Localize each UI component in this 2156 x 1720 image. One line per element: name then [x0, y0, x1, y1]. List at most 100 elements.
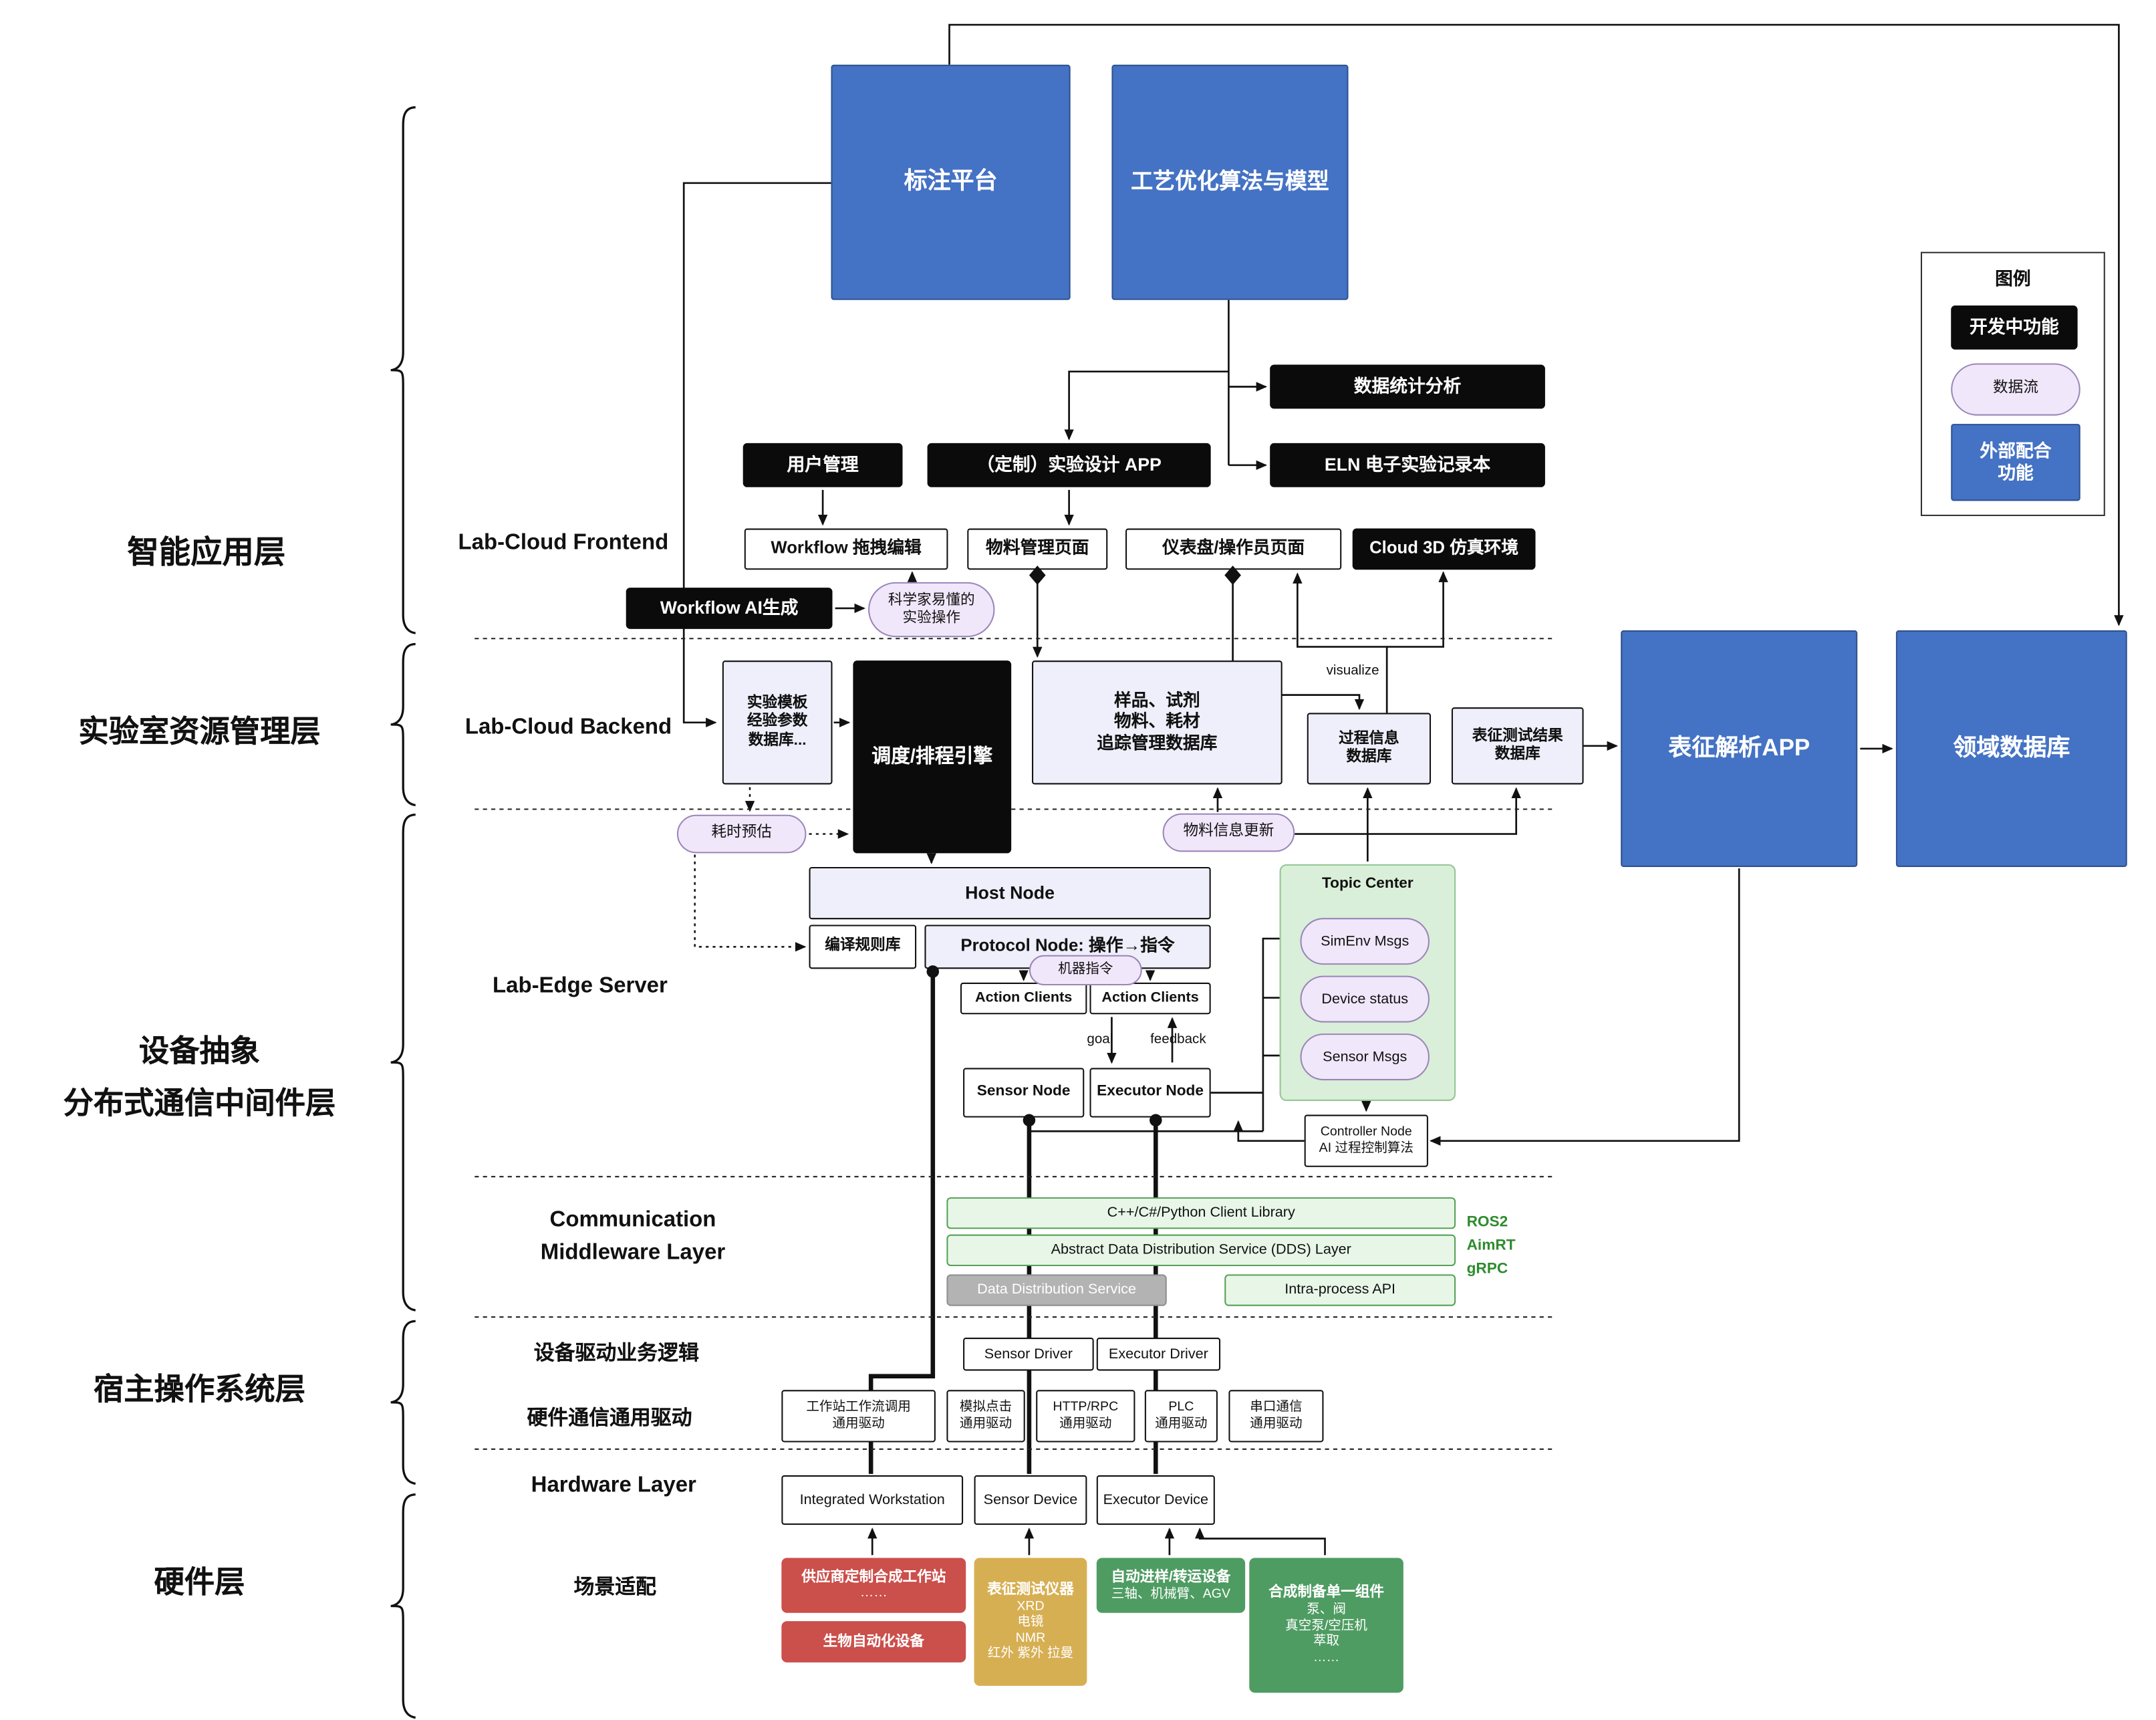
stack-aimrt: AimRT	[1466, 1237, 1516, 1254]
box-workflow-drag-edit: Workflow 拖拽编辑	[744, 528, 948, 570]
legend-title: 图例	[1995, 268, 2031, 289]
box-experiment-design-app: （定制）实验设计 APP	[927, 443, 1211, 487]
synthesis-line3: 萃取	[1313, 1634, 1340, 1650]
pill-simenv-msgs: SimEnv Msgs	[1300, 918, 1430, 965]
layer-label-hardware: 硬件层	[154, 1564, 245, 1600]
plc-line2: 通用驱动	[1155, 1416, 1208, 1432]
topic-center-title: Topic Center	[1321, 875, 1413, 892]
box-sensor-driver: Sensor Driver	[963, 1338, 1094, 1371]
pill-scientist-line2: 实验操作	[902, 610, 960, 626]
template-db-line1: 实验模板	[747, 695, 808, 712]
stack-grpc: gRPC	[1466, 1260, 1508, 1277]
layer-label-host-os: 宿主操作系统层	[93, 1372, 306, 1406]
synthesis-title: 合成制备单一组件	[1268, 1584, 1385, 1602]
section-label-communication-1: Communication	[549, 1208, 716, 1232]
synthesis-line4: ……	[1313, 1650, 1340, 1665]
box-bio-automation: 生物自动化设备	[781, 1621, 966, 1663]
box-characterization-result-db: 表征测试结果 数据库	[1451, 707, 1584, 785]
pill-device-status: Device status	[1300, 975, 1430, 1023]
legend-external-feature: 外部配合 功能	[1951, 424, 2080, 501]
box-compile-rule-lib: 编译规则库	[809, 925, 917, 969]
box-user-management: 用户管理	[743, 443, 903, 487]
http-rpc-line2: 通用驱动	[1059, 1416, 1112, 1432]
box-characterization-analysis-app: 表征解析APP	[1621, 630, 1858, 867]
synthesis-line2: 真空泵/空压机	[1285, 1618, 1367, 1634]
box-executor-node: Executor Node	[1089, 1068, 1211, 1118]
legend-external-line2: 功能	[1998, 462, 2034, 483]
label-visualize: visualize	[1323, 663, 1382, 679]
sample-db-line3: 追踪管理数据库	[1097, 733, 1218, 753]
box-eln: ELN 电子实验记录本	[1270, 443, 1545, 487]
box-workstation-driver: 工作站工作流调用 通用驱动	[781, 1390, 936, 1443]
sample-db-line2: 物料、耗材	[1114, 712, 1200, 731]
characterization-title: 表征测试仪器	[987, 1581, 1074, 1598]
vendor-line1: ……	[859, 1586, 888, 1601]
box-dashboard-operator-page: 仪表盘/操作员页面	[1125, 528, 1342, 570]
box-sim-click-driver: 模拟点击 通用驱动	[946, 1390, 1025, 1443]
characterization-line1: XRD	[1017, 1598, 1045, 1614]
http-rpc-line1: HTTP/RPC	[1053, 1400, 1119, 1416]
box-cloud3d-sim: Cloud 3D 仿真环境	[1352, 528, 1536, 570]
box-executor-device: Executor Device	[1096, 1475, 1215, 1525]
sim-click-line2: 通用驱动	[959, 1416, 1013, 1432]
serial-line1: 串口通信	[1250, 1400, 1303, 1416]
label-goal: goal	[1087, 1032, 1113, 1048]
box-plc-driver: PLC 通用驱动	[1144, 1390, 1218, 1443]
box-material-page: 物料管理页面	[967, 528, 1108, 570]
layer-label-device-abstraction-1: 设备抽象	[138, 1033, 261, 1068]
transfer-title: 自动进样/转运设备	[1111, 1568, 1231, 1586]
process-db-line2: 数据库	[1346, 748, 1392, 765]
middleware-stack-labels: ROS2 AimRT gRPC	[1467, 1211, 1516, 1281]
label-feedback: feedback	[1150, 1032, 1206, 1048]
section-label-edge-server: Lab-Edge Server	[493, 974, 668, 998]
box-annotation-platform: 标注平台	[831, 64, 1071, 300]
box-executor-driver: Executor Driver	[1096, 1338, 1221, 1371]
bar-client-library: C++/C#/Python Client Library	[946, 1197, 1456, 1229]
pill-scientist-friendly-ops: 科学家易懂的 实验操作	[868, 582, 995, 638]
pill-material-info-update: 物料信息更新	[1162, 813, 1295, 852]
box-serial-driver: 串口通信 通用驱动	[1228, 1390, 1324, 1443]
box-characterization-instruments: 表征测试仪器 XRD 电镜 NMR 红外 紫外 拉曼	[974, 1558, 1087, 1686]
section-label-scenario: 场景适配	[573, 1576, 657, 1600]
workstation-driver-line2: 通用驱动	[832, 1416, 885, 1432]
workstation-driver-line1: 工作站工作流调用	[806, 1400, 911, 1416]
box-host-node: Host Node	[809, 866, 1211, 920]
box-controller-node: Controller Node AI 过程控制算法	[1304, 1114, 1428, 1167]
pill-machine-command: 机器指令	[1029, 955, 1142, 986]
box-integrated-workstation: Integrated Workstation	[781, 1475, 964, 1525]
sim-click-line1: 模拟点击	[959, 1400, 1013, 1416]
controller-node-line1: Controller Node	[1320, 1124, 1412, 1140]
controller-node-line2: AI 过程控制算法	[1319, 1140, 1413, 1156]
bar-dds-layer: Abstract Data Distribution Service (DDS)…	[946, 1234, 1456, 1267]
box-domain-database: 领域数据库	[1895, 630, 2127, 867]
legend-dataflow: 数据流	[1951, 363, 2080, 416]
characterization-line2: 电镜	[1017, 1614, 1044, 1630]
box-synthesis-components: 合成制备单一组件 泵、阀 真空泵/空压机 萃取 ……	[1249, 1558, 1403, 1693]
box-action-clients-right: Action Clients	[1089, 982, 1211, 1015]
box-workflow-ai-generate: Workflow AI生成	[626, 588, 833, 629]
legend-external-line1: 外部配合	[1980, 441, 2052, 461]
transfer-line1: 三轴、机械臂、AGV	[1111, 1586, 1231, 1602]
legend-developing-feature: 开发中功能	[1951, 305, 2078, 350]
section-label-backend: Lab-Cloud Backend	[464, 715, 672, 739]
box-process-optimization: 工艺优化算法与模型	[1111, 64, 1349, 300]
box-http-rpc-driver: HTTP/RPC 通用驱动	[1036, 1390, 1135, 1443]
bar-intra-process-api: Intra-process API	[1224, 1274, 1456, 1306]
synthesis-line1: 泵、阀	[1307, 1602, 1346, 1618]
box-sample-tracking-db: 样品、试剂 物料、耗材 追踪管理数据库	[1032, 660, 1283, 785]
pill-time-estimate: 耗时预估	[676, 814, 807, 854]
vendor-title: 供应商定制合成工作站	[801, 1568, 946, 1585]
box-sensor-node: Sensor Node	[963, 1068, 1085, 1118]
char-db-line1: 表征测试结果	[1472, 727, 1563, 744]
pill-sensor-msgs: Sensor Msgs	[1300, 1033, 1430, 1081]
box-scheduler-engine: 调度/排程引擎	[853, 660, 1012, 854]
section-label-communication-2: Middleware Layer	[540, 1241, 726, 1265]
template-db-line2: 经验参数	[747, 713, 808, 730]
box-process-info-db: 过程信息 数据库	[1307, 713, 1432, 785]
section-label-driver-logic: 设备驱动业务逻辑	[533, 1342, 699, 1366]
section-label-frontend: Lab-Cloud Frontend	[458, 531, 669, 555]
layer-label-intelligent-app: 智能应用层	[127, 533, 286, 570]
template-db-line3: 数据库...	[748, 731, 807, 749]
